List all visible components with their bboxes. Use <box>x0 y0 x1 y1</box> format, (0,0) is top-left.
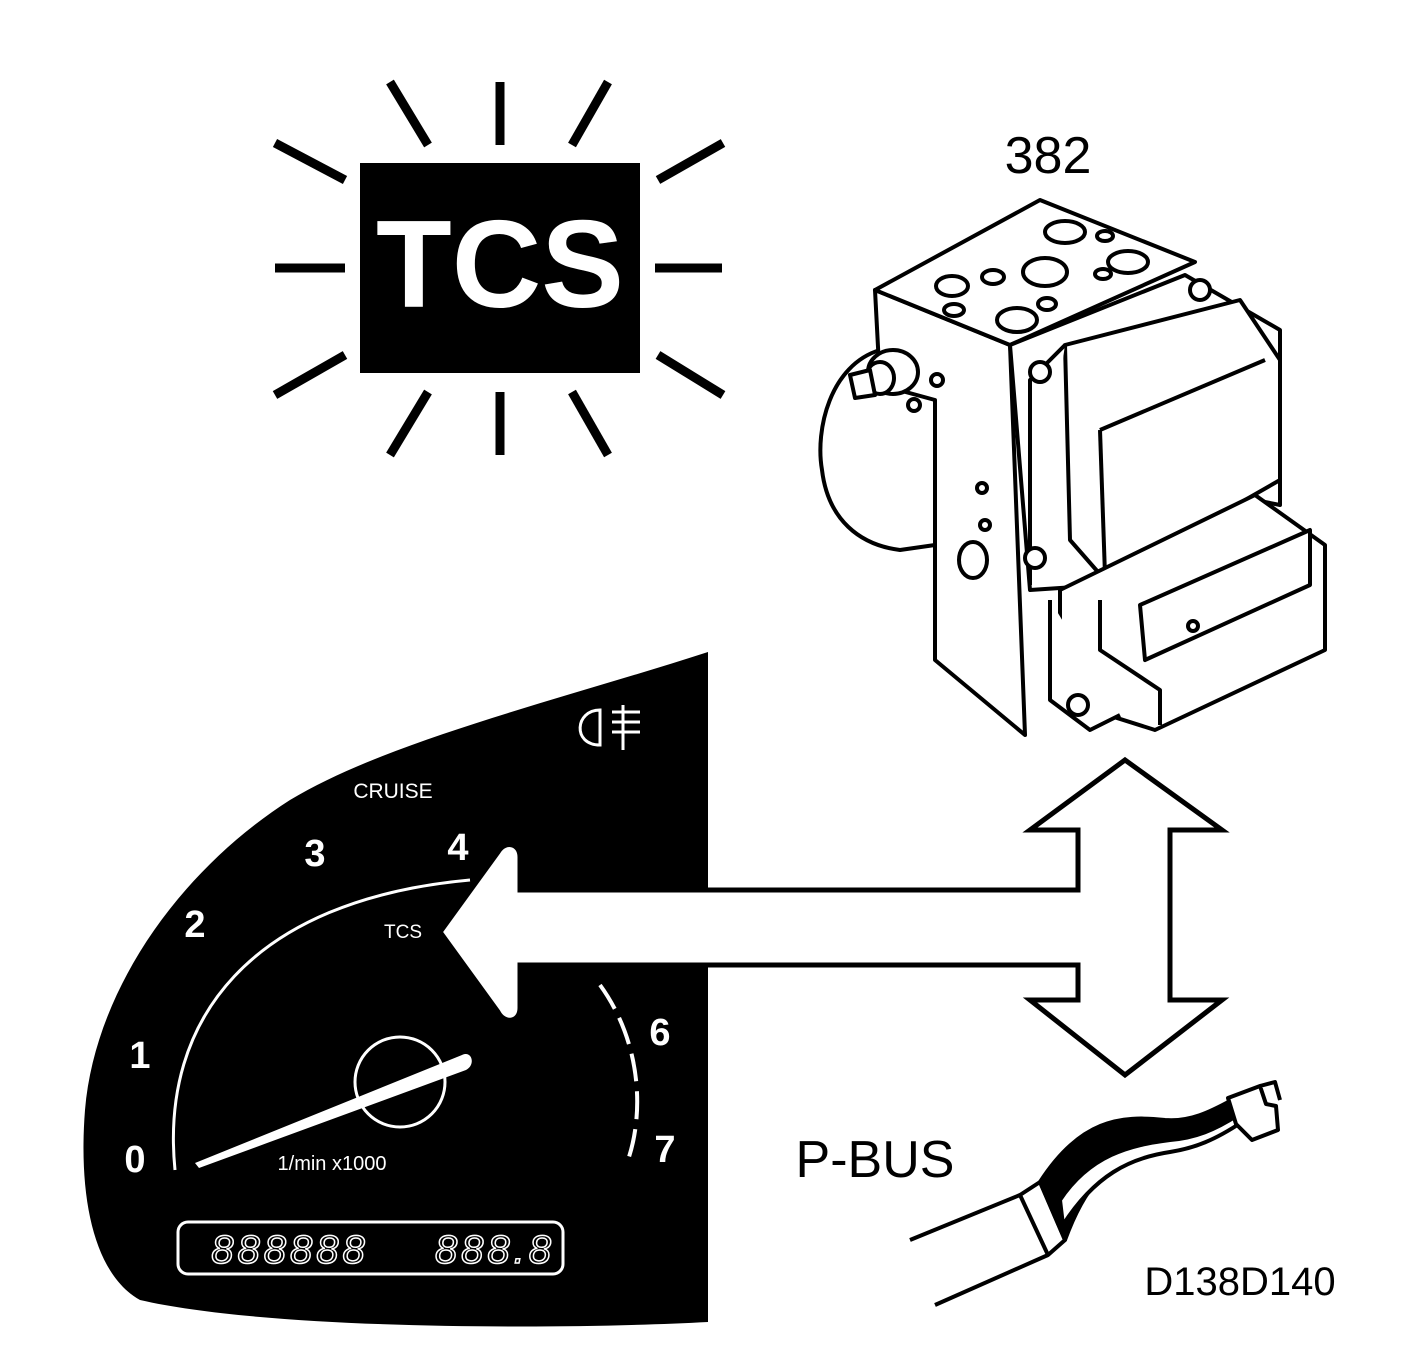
signal-arrows <box>436 756 1230 1079</box>
cluster-face <box>83 652 708 1327</box>
instrument-cluster: CRUISE 0 1 2 3 4 6 7 1/min x1000 TCS 888… <box>83 652 708 1327</box>
tick-label-6: 6 <box>649 1012 670 1054</box>
tacho-scale-numbers: 0 1 2 3 4 6 7 <box>124 827 675 1181</box>
figure-code: D138D140 <box>1144 1260 1335 1304</box>
tick-label-0: 0 <box>124 1139 145 1181</box>
tacho-needle <box>195 1053 472 1168</box>
cable-plug <box>1226 1084 1280 1142</box>
bus-to-cluster-arrow <box>436 756 1230 1079</box>
fog-lamp-icon <box>578 705 640 750</box>
pbus-cable <box>909 1080 1282 1307</box>
tacho-unit-label: 1/min x1000 <box>278 1153 387 1175</box>
tick-label-7: 7 <box>654 1129 675 1171</box>
tacho-redline-arc <box>598 983 640 1161</box>
odometer-value: 888888 <box>211 1228 368 1272</box>
tacho-scale-arc <box>171 878 471 1171</box>
tick-label-2: 2 <box>184 904 205 946</box>
pump-motor <box>818 348 937 552</box>
needle-hub <box>353 1035 447 1129</box>
control-unit-382 <box>818 198 1327 737</box>
tick-label-3: 3 <box>304 833 325 875</box>
pipe-fitting <box>848 348 920 400</box>
tcs-indicator: TCS <box>384 922 422 943</box>
cable-wires <box>1038 1098 1242 1242</box>
lamp-box <box>360 163 640 373</box>
tick-label-4: 4 <box>447 827 468 869</box>
lamp-rays <box>272 79 726 458</box>
tick-label-1: 1 <box>129 1035 150 1077</box>
hydraulic-ports <box>906 219 1150 580</box>
cruise-indicator: CRUISE <box>353 780 432 803</box>
tcs-warning-lamp: TCS <box>272 79 726 458</box>
lamp-text: TCS <box>376 196 624 334</box>
odometer-display <box>176 1220 565 1276</box>
trip-value: 888.8 <box>435 1228 555 1272</box>
pbus-label: P-BUS <box>796 1131 955 1189</box>
mounting-studs <box>1023 278 1212 717</box>
component-number: 382 <box>1005 127 1092 185</box>
